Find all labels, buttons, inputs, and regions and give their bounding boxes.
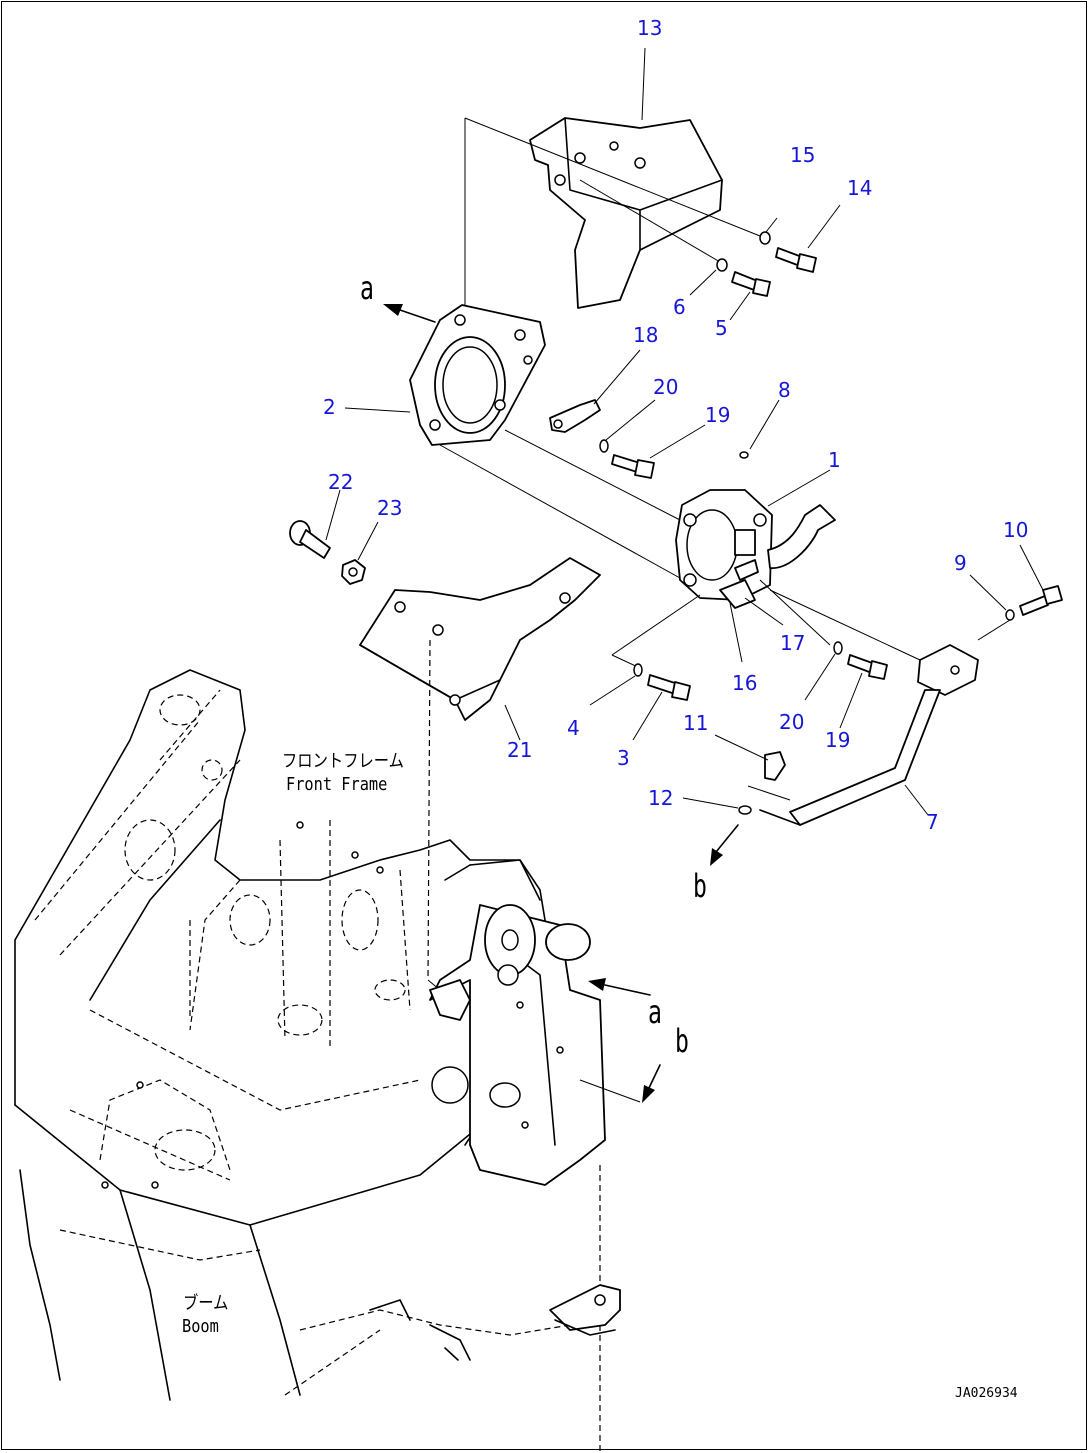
- bolt-10: [1019, 585, 1063, 616]
- bolt-14: [759, 231, 817, 273]
- view-letter-a-bottom: a: [648, 993, 662, 1031]
- boom-label-en: Boom: [182, 1316, 219, 1337]
- callout-14: 14: [847, 176, 873, 200]
- part-2-plate: [409, 304, 546, 446]
- callout-15: 15: [790, 143, 816, 167]
- callout-20-lower: 20: [779, 710, 805, 734]
- washer-20-lower: [833, 641, 843, 655]
- callout-5: 5: [715, 316, 728, 340]
- washer-9: [1005, 609, 1015, 621]
- callout-2: 2: [323, 395, 336, 419]
- part-13-cover: [529, 117, 723, 309]
- view-letter-a-top: a: [360, 269, 374, 307]
- callout-23: 23: [377, 496, 403, 520]
- callout-11: 11: [683, 711, 709, 735]
- boom-bracket: [429, 859, 606, 1186]
- callout-4: 4: [567, 716, 580, 740]
- callout-1: 1: [828, 448, 841, 472]
- pin-8: [739, 451, 749, 459]
- drawing-number: JA026934: [955, 1386, 1018, 1401]
- boom-link: [369, 1284, 621, 1361]
- bolt-5: [716, 258, 771, 297]
- callout-21: 21: [507, 738, 533, 762]
- part-7-rod: [759, 644, 979, 826]
- washer-12: [738, 805, 752, 815]
- boom-label-jp: ブーム: [183, 1293, 229, 1314]
- callout-9: 9: [954, 551, 967, 575]
- washer-4: [633, 663, 643, 677]
- callout-22: 22: [328, 470, 354, 494]
- callout-12: 12: [648, 786, 674, 810]
- callout-19-lower: 19: [825, 728, 851, 752]
- callout-13: 13: [637, 16, 663, 40]
- front-frame-label-jp: フロントフレーム: [282, 751, 404, 772]
- callout-18: 18: [633, 323, 659, 347]
- callout-17: 17: [780, 631, 806, 655]
- front-frame: [14, 669, 601, 1401]
- front-frame-label-en: Front Frame: [286, 774, 388, 795]
- part-21-bracket: [359, 557, 601, 721]
- clamp-18: [549, 399, 601, 433]
- callout-7: 7: [926, 810, 939, 834]
- callout-3: 3: [617, 746, 630, 770]
- part-1-sensor: [675, 489, 836, 609]
- bolt-19-upper: [611, 454, 655, 479]
- view-letter-b-top: b: [693, 867, 707, 905]
- callout-10: 10: [1003, 518, 1029, 542]
- washer-20-upper: [599, 439, 609, 453]
- callout-16: 16: [732, 671, 758, 695]
- view-letter-b-bottom: b: [675, 1022, 689, 1060]
- callout-8: 8: [778, 378, 791, 402]
- bolt-19-lower: [847, 654, 888, 680]
- bolt-3: [647, 674, 691, 701]
- callout-20-upper: 20: [653, 375, 679, 399]
- callout-6: 6: [673, 295, 686, 319]
- pin-11: [764, 751, 786, 781]
- callout-19-upper: 19: [705, 403, 731, 427]
- nut-23: [341, 559, 366, 585]
- bolt-22: [289, 520, 331, 559]
